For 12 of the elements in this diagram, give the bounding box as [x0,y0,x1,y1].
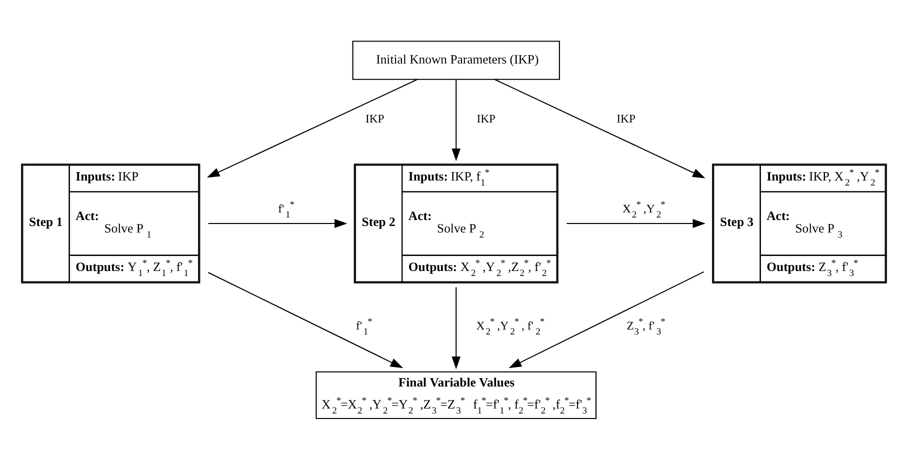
edge-label: IKP [616,112,636,126]
arrow [452,287,461,370]
arrow [508,271,704,368]
node-box: Initial Known Parameters (IKP) [352,40,560,80]
edge-label: IKP [366,112,384,126]
arrow [208,272,404,368]
edge-label: IKP [476,112,496,126]
arrow [206,79,418,178]
arrow [566,219,706,228]
arrow [494,79,706,178]
arrow [208,219,348,228]
arrow [452,80,461,162]
